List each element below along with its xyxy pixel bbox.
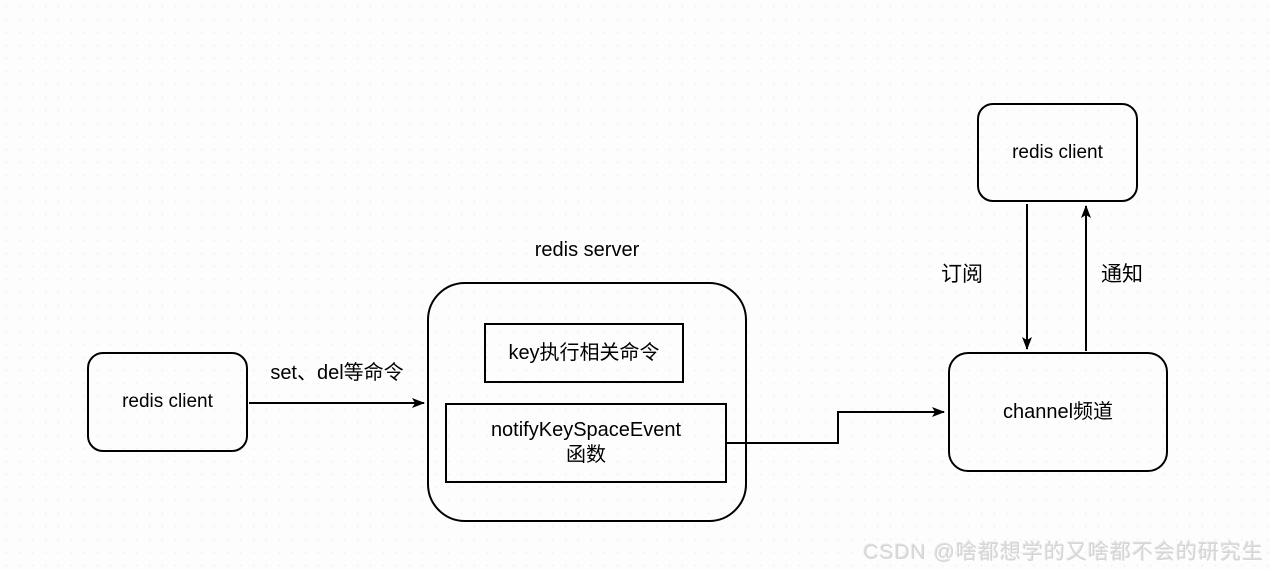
node-redis-server — [427, 282, 747, 522]
left-redis-client-label: redis client — [122, 391, 213, 413]
channel-label: channel频道 — [1002, 400, 1114, 423]
node-notify-keyspace-event: notifyKeySpaceEvent 函数 — [445, 403, 727, 483]
node-left-redis-client: redis client — [87, 352, 248, 452]
edge-label-notify: 通知 — [1101, 263, 1143, 286]
edge-notify-event-arrow — [727, 407, 945, 444]
notify-keyspace-event-line1: notifyKeySpaceEvent — [490, 419, 682, 441]
top-redis-client-label: redis client — [1012, 141, 1103, 163]
redis-server-title: redis server — [534, 239, 640, 261]
edge-label-set-del: set、del等命令 — [270, 362, 404, 384]
notify-keyspace-event-line2: 函数 — [566, 444, 606, 466]
node-channel: channel频道 — [948, 352, 1168, 472]
key-command-label: key执行相关命令 — [508, 341, 660, 364]
edge-label-subscribe: 订阅 — [941, 263, 983, 286]
node-top-redis-client: redis client — [977, 103, 1138, 202]
node-key-command: key执行相关命令 — [484, 323, 684, 383]
csdn-watermark: CSDN @啥都想学的又啥都不会的研究生 — [863, 541, 1264, 564]
